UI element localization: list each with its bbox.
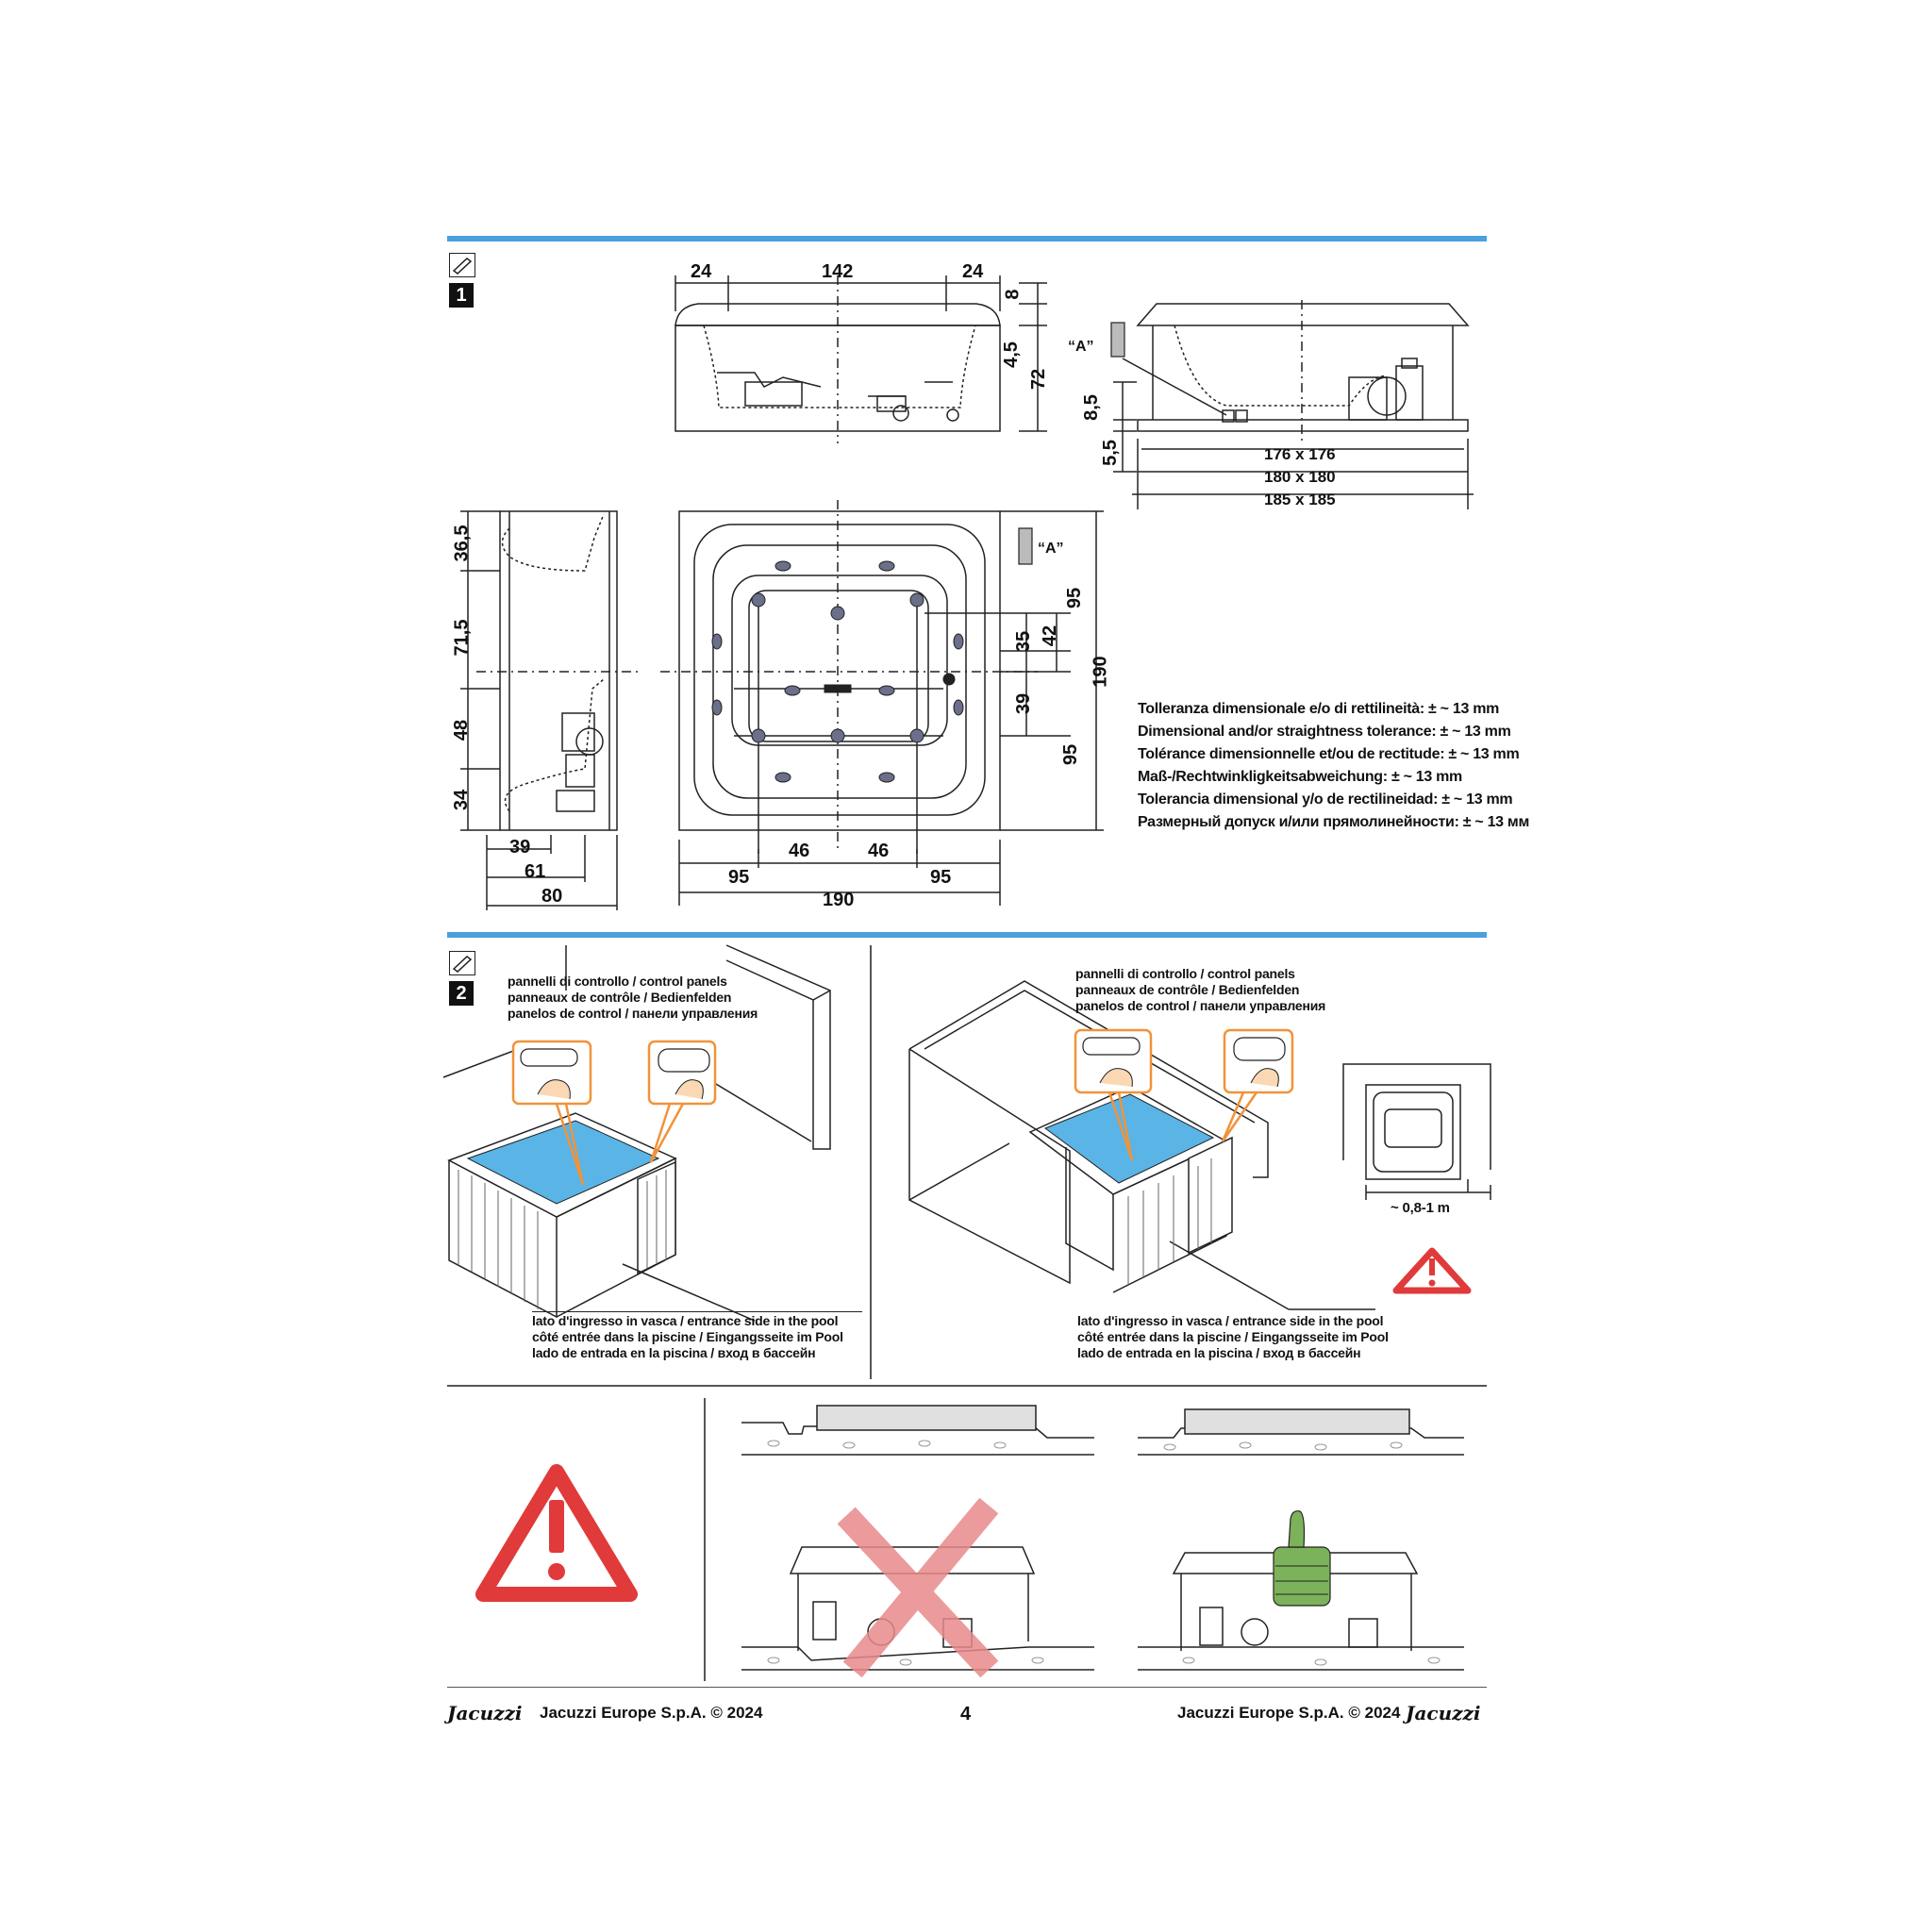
tolerance-line-de: Maß-/Rechtwinkligkeitsabweichung: ± ~ 13… xyxy=(1138,769,1462,785)
section-3-divider xyxy=(704,1398,706,1681)
control-panels-line: panelos de control / панели управления xyxy=(1075,998,1326,1013)
marker-a-side: “A” xyxy=(1068,339,1094,355)
dim-plan-b-midleft: 46 xyxy=(789,841,810,861)
dim-side-w3: 185 x 185 xyxy=(1264,491,1336,508)
jacuzzi-logo-left: Jacuzzi xyxy=(447,1702,523,1724)
dim-section-b1: 39 xyxy=(509,837,531,858)
dim-front-height: 72 xyxy=(1028,368,1050,391)
dim-section-b3: 80 xyxy=(541,886,563,907)
dim-plan-r4: 39 xyxy=(1013,692,1035,715)
dim-plan-total-w: 190 xyxy=(823,890,855,910)
dim-side-d2: 5,5 xyxy=(1099,440,1121,466)
dim-section-h4: 34 xyxy=(451,789,473,811)
dim-side-w1: 176 x 176 xyxy=(1264,445,1336,463)
pencil-icon xyxy=(449,951,475,975)
dim-plan-r3: 42 xyxy=(1040,625,1061,647)
step-1-badge: 1 xyxy=(449,283,474,308)
control-panels-label-right: pannelli di controllo / control panels p… xyxy=(1075,966,1325,1014)
page-number: 4 xyxy=(960,1704,972,1724)
dim-plan-total-h: 190 xyxy=(1090,656,1111,688)
tolerance-line-fr: Tolérance dimensionnelle et/ou de rectit… xyxy=(1138,746,1520,762)
control-panels-line: pannelli di controllo / control panels xyxy=(508,974,727,989)
control-panels-line: panelos de control / панели управления xyxy=(508,1006,758,1021)
section-2-top-rule xyxy=(447,932,1487,938)
section-2-divider xyxy=(870,945,872,1379)
dim-section-h1: 36,5 xyxy=(451,525,473,562)
step-2-badge: 2 xyxy=(449,981,474,1006)
dim-section-b2: 61 xyxy=(525,861,546,882)
tolerance-line-it: Tolleranza dimensionale e/o di rettiline… xyxy=(1138,701,1500,717)
tolerance-line-ru: Размерный допуск и/или прямолинейности: … xyxy=(1138,814,1529,830)
marker-a-plan: “A” xyxy=(1038,541,1064,557)
clearance-label: ~ 0,8-1 m xyxy=(1391,1200,1450,1216)
footer-rule xyxy=(447,1687,1487,1688)
wrong-cross-icon xyxy=(837,1497,999,1678)
tolerance-notes: Tolleranza dimensionale e/o di rettiline… xyxy=(1138,698,1529,834)
dim-plan-b-right: 95 xyxy=(930,867,952,888)
dim-front-rim: 4,5 xyxy=(1000,341,1022,368)
entrance-label-right: lato d'ingresso in vasca / entrance side… xyxy=(1077,1313,1389,1361)
footer-company-right: Jacuzzi Europe S.p.A. © 2024 xyxy=(1177,1704,1401,1722)
entrance-leader-left xyxy=(532,1311,862,1312)
dim-plan-r1: 95 xyxy=(1064,587,1086,609)
jacuzzi-logo-right: Jacuzzi xyxy=(1406,1702,1481,1724)
dim-front-right: 24 xyxy=(962,261,984,282)
entrance-line: lado de entrada en la piscina / вход в б… xyxy=(1077,1345,1361,1360)
control-panels-line: panneaux de contrôle / Bedienfelden xyxy=(1075,982,1300,997)
dim-plan-r2: 35 xyxy=(1013,630,1035,653)
section-3-top-rule xyxy=(447,1385,1487,1387)
dim-side-d1: 8,5 xyxy=(1080,394,1102,421)
tolerance-line-es: Tolerancia dimensional y/o de rectilinei… xyxy=(1138,791,1513,808)
dim-front-center: 142 xyxy=(822,261,854,282)
thumbs-up-icon xyxy=(1273,1510,1331,1607)
warning-icon xyxy=(475,1464,638,1602)
dim-side-w2: 180 x 180 xyxy=(1264,468,1336,486)
tolerance-line-en: Dimensional and/or straightness toleranc… xyxy=(1138,724,1511,740)
footer-company-left: Jacuzzi Europe S.p.A. © 2024 xyxy=(540,1704,763,1722)
pencil-icon xyxy=(449,253,475,277)
dim-plan-b-midright: 46 xyxy=(868,841,890,861)
entrance-line: lato d'ingresso in vasca / entrance side… xyxy=(1077,1313,1384,1328)
dim-plan-r5: 95 xyxy=(1060,743,1082,766)
entrance-line: côté entrée dans la piscine / Eingangsse… xyxy=(1077,1329,1389,1344)
control-panels-line: panneaux de contrôle / Bedienfelden xyxy=(508,990,732,1005)
control-panels-line: pannelli di controllo / control panels xyxy=(1075,966,1295,981)
dim-front-left: 24 xyxy=(691,261,712,282)
entrance-line: côté entrée dans la piscine / Eingangsse… xyxy=(532,1329,843,1344)
entrance-label-left: lato d'ingresso in vasca / entrance side… xyxy=(532,1313,843,1361)
entrance-line: lado de entrada en la piscina / вход в б… xyxy=(532,1345,816,1360)
dim-plan-b-left: 95 xyxy=(728,867,750,888)
dim-section-h3: 48 xyxy=(451,719,473,741)
dim-section-h2: 71,5 xyxy=(451,619,473,657)
section-1-top-rule xyxy=(447,236,1487,242)
entrance-line: lato d'ingresso in vasca / entrance side… xyxy=(532,1313,839,1328)
dim-front-top: 8 xyxy=(1002,289,1024,300)
control-panels-label-left: pannelli di controllo / control panels p… xyxy=(508,974,758,1022)
